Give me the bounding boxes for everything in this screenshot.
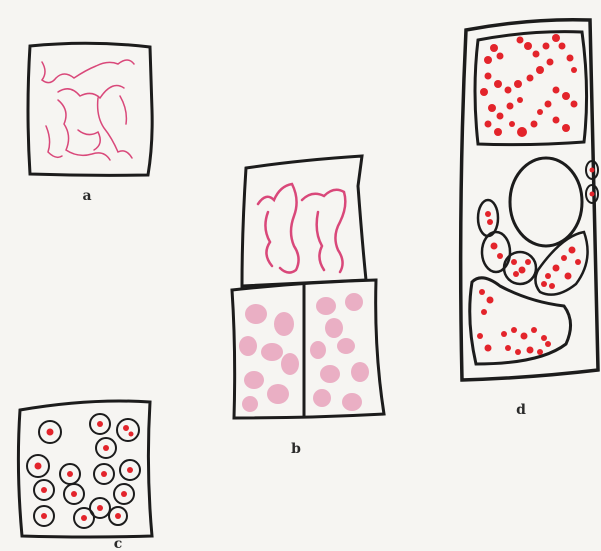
panel-c-cell — [18, 401, 152, 537]
red-granules-d — [477, 34, 595, 355]
cell-d-wall — [461, 20, 598, 380]
cell-b-upper-wall — [242, 156, 366, 286]
strands-b — [258, 184, 345, 273]
compartment-d-mid-left — [482, 232, 510, 272]
label-c: c — [114, 536, 123, 551]
compartment-d-small-left — [478, 200, 498, 236]
strands-a — [42, 60, 134, 160]
label-a: a — [82, 188, 91, 204]
vacuole-d — [510, 158, 582, 246]
nuclei-c — [27, 414, 140, 528]
panel-a-cell — [28, 43, 152, 175]
panel-d-cell — [461, 20, 598, 380]
panel-b-cells — [232, 156, 384, 418]
label-d: d — [516, 402, 526, 418]
label-b: b — [291, 441, 301, 457]
